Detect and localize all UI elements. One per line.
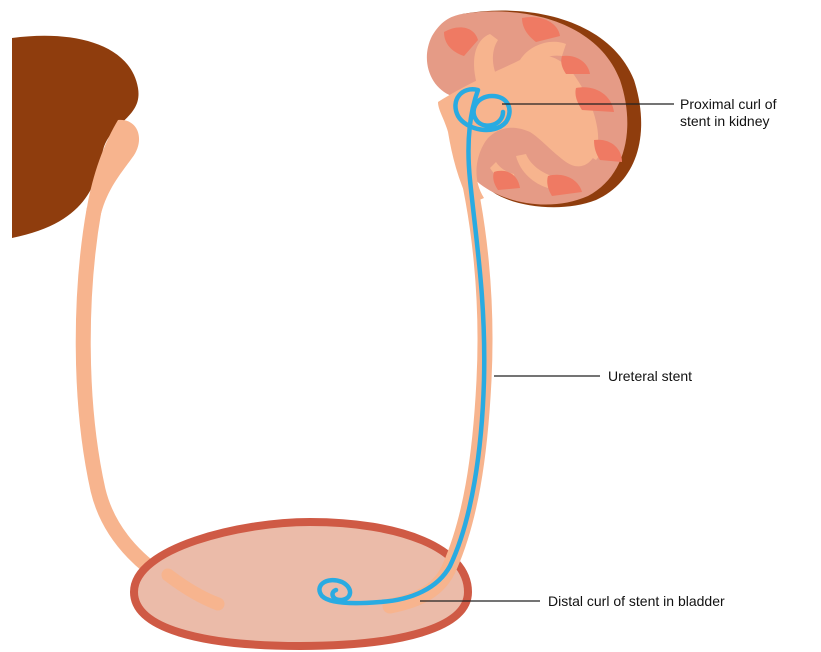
label-distal-curl: Distal curl of stent in bladder [548, 593, 725, 610]
label-proximal-line2: stent in kidney [680, 113, 776, 130]
label-proximal-line1: Proximal curl of [680, 96, 776, 113]
label-ureteral-stent: Ureteral stent [608, 368, 692, 385]
label-proximal-curl: Proximal curl of stent in kidney [680, 96, 776, 130]
